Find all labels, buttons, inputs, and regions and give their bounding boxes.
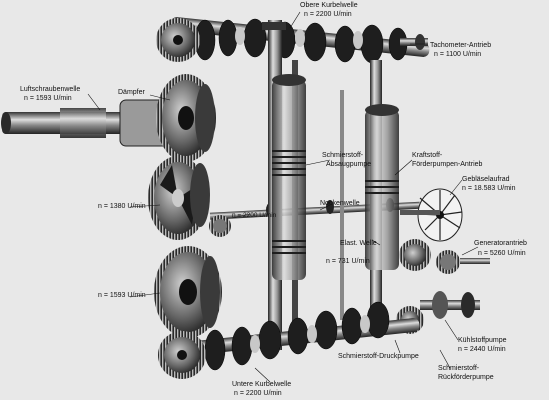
camshaft-speed: n = 2200 U/min	[232, 212, 277, 219]
oil-pressure-pump-label: Schmierstoff-Druckpumpe	[338, 353, 419, 360]
supercharger-label: Gebläselaufrad	[462, 176, 510, 183]
lower-gear-1593	[154, 246, 222, 338]
vertical-shafts	[262, 20, 399, 350]
generator-drive-label: Generatorantrieb	[474, 240, 527, 247]
tachometer-speed: n = 1100 U/min	[434, 51, 482, 58]
elastic-shaft-label: Elast. Welle	[340, 240, 377, 247]
propeller-shaft-speed: n = 1593 U/min	[24, 95, 72, 102]
gear-1380-speed: n = 1380 U/min	[98, 203, 146, 210]
oil-return-pump-label-2: Rückförderpumpe	[438, 374, 494, 381]
oil-return-pump-label: Schmierstoff-	[438, 365, 480, 372]
elastic-shaft-speed: n = 731 U/min	[326, 258, 370, 265]
propeller-shaft-label: Luftschraubenwelle	[20, 86, 81, 93]
generator-drive	[399, 239, 490, 274]
oil-scavenge-pump-label: Schmierstoff-	[322, 152, 364, 159]
supercharger-speed: n = 18.583 U/min	[462, 185, 516, 192]
upper-crankshaft-speed: n = 2200 U/min	[304, 11, 352, 18]
lower-gear-speed: n = 1593 U/min	[98, 292, 146, 299]
supercharger-impeller	[400, 188, 463, 242]
fuel-pump-drive-label-2: Förderpumpen-Antrieb	[412, 161, 483, 168]
lower-crankshaft-speed: n = 2200 U/min	[234, 390, 282, 397]
camshaft-label: Nockenwelle	[320, 200, 360, 207]
oil-scavenge-pump-label-2: Absaugpumpe	[326, 161, 372, 168]
fuel-pump-drive-label: Kraftstoff-	[412, 152, 443, 159]
upper-crankshaft-label: Obere Kurbelwelle	[300, 2, 358, 9]
mid-gear-1380	[148, 156, 210, 240]
propeller-shaft	[1, 74, 216, 162]
coolant-pump-speed: n = 2440 U/min	[458, 346, 506, 353]
leader-lines	[87, 11, 479, 383]
lower-crankshaft-label: Untere Kurbelwelle	[232, 381, 292, 388]
tachometer-label: Tachometer-Antrieb	[430, 42, 492, 49]
coolant-pump-label: Kühlstoffpumpe	[458, 337, 507, 344]
generator-drive-speed: n = 5260 U/min	[478, 250, 526, 257]
lower-crankshaft	[158, 301, 420, 379]
damper-label: Dämpfer	[118, 89, 145, 96]
